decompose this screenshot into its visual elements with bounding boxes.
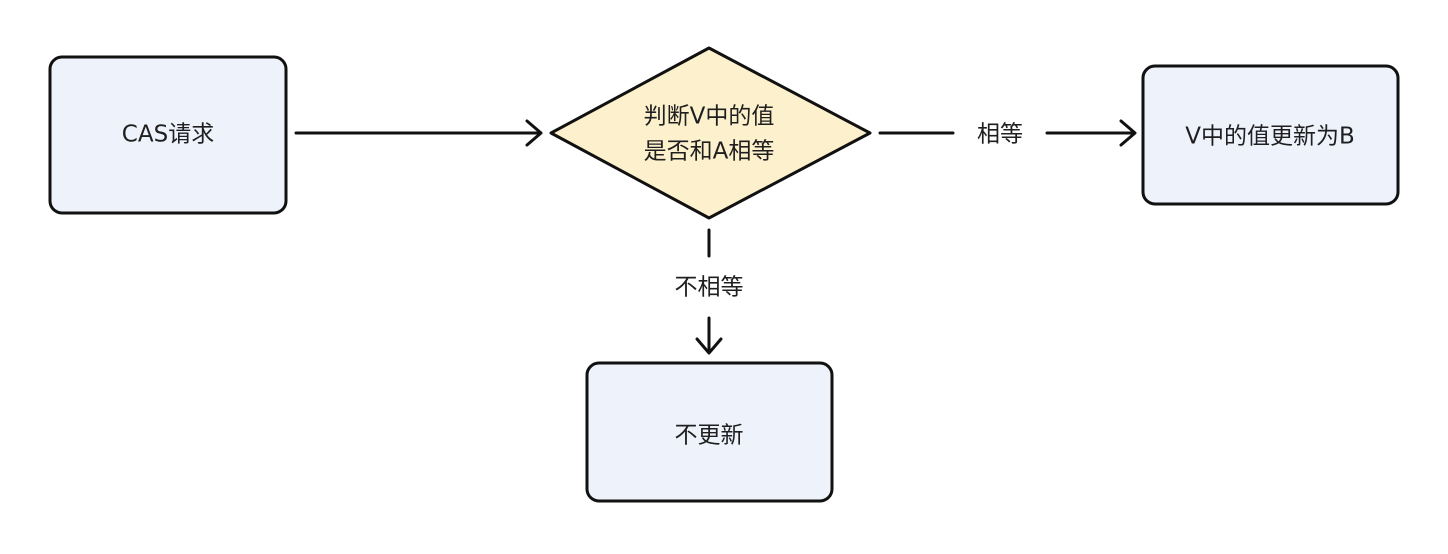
- node-cas-request[interactable]: CAS请求: [48, 55, 288, 215]
- node-update-label: V中的值更新为B: [1185, 124, 1355, 150]
- edge-not-equal: 不相等: [675, 228, 744, 355]
- node-decision-diamond: [549, 46, 872, 220]
- node-no-update[interactable]: 不更新: [585, 361, 834, 503]
- node-no-update-box: [585, 361, 834, 503]
- edge-not-equal-arrowhead: [695, 337, 723, 355]
- node-decision-label-line1: 判断V中的值: [644, 104, 775, 130]
- edge-equal: 相等: [878, 119, 1137, 148]
- node-cas-request-label: CAS请求: [122, 122, 214, 148]
- edge-request-to-decision-arrowhead: [525, 119, 543, 147]
- node-update-box: [1141, 64, 1400, 206]
- node-no-update-label: 不更新: [675, 423, 744, 449]
- edge-request-to-decision: [294, 119, 543, 147]
- edge-not-equal-label: 不相等: [675, 275, 744, 301]
- node-cas-request-box: [48, 55, 288, 215]
- node-decision-label-line2: 是否和A相等: [644, 139, 775, 165]
- edge-equal-label: 相等: [977, 122, 1023, 148]
- edge-equal-arrowhead: [1119, 119, 1137, 147]
- node-update[interactable]: V中的值更新为B: [1141, 64, 1400, 206]
- node-decision[interactable]: 判断V中的值 是否和A相等: [549, 46, 872, 220]
